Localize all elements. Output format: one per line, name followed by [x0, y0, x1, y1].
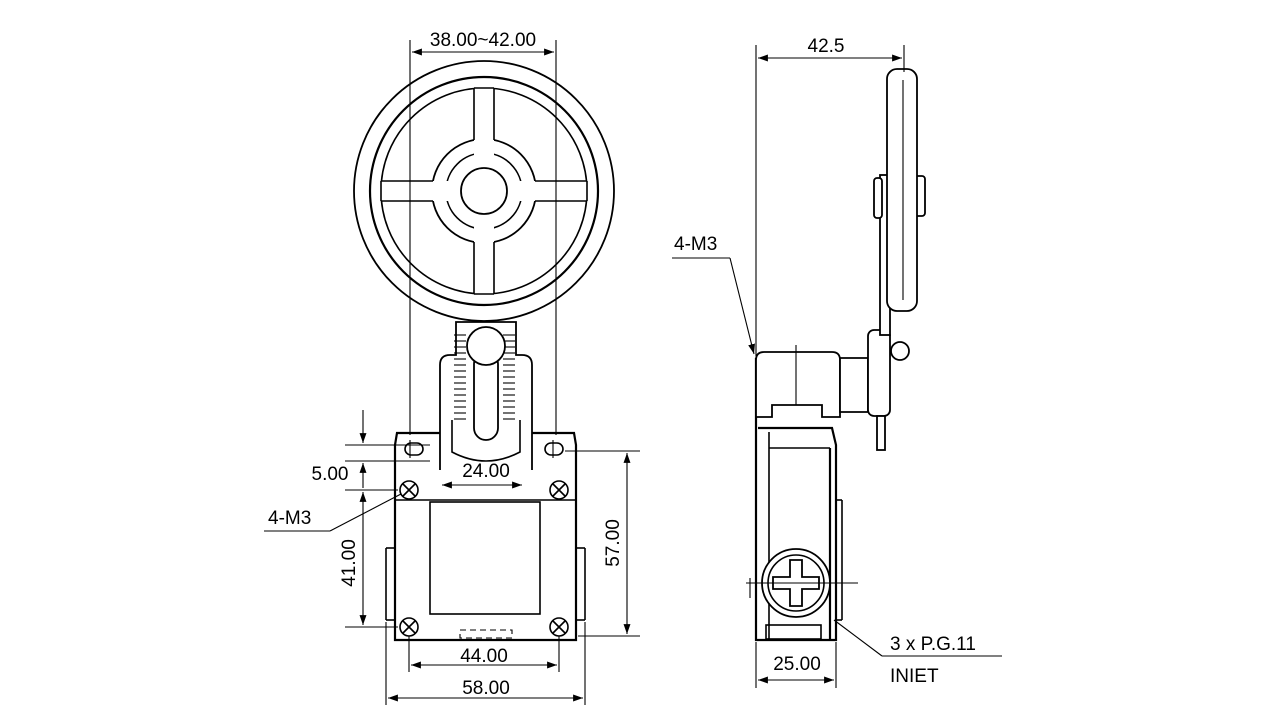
- dim-hole-offset: 5.00: [312, 410, 430, 491]
- wheel-hub: [460, 167, 508, 215]
- callout-mount-side: 4-M3: [672, 234, 755, 355]
- front-mount-screw-top-left: [399, 480, 419, 500]
- dim-hole-vertical-pitch-label: 41.00: [339, 539, 360, 587]
- dim-hole-offset-label: 5.00: [312, 464, 349, 485]
- front-mount-screw-top-right: [549, 480, 569, 500]
- label-window: [429, 501, 541, 615]
- roller-wheel: [353, 60, 615, 322]
- dim-conduit-width: 25.00: [755, 642, 837, 688]
- lever-arm: [439, 321, 533, 470]
- dim-hole-horizontal-pitch-label: 44.00: [460, 646, 508, 667]
- dim-roller-reach: 42.5: [755, 36, 905, 356]
- front-mount-screw-bottom-right: [549, 617, 569, 637]
- dim-lever-width-label: 24.00: [462, 461, 510, 482]
- dim-hole-vertical-pitch: 41.00: [339, 492, 398, 628]
- side-head: [755, 329, 910, 451]
- slot-hole-right: [544, 440, 564, 458]
- dim-roller-reach-label: 42.5: [808, 36, 845, 57]
- callout-conduit-line2: INIET: [890, 666, 939, 687]
- dim-body-height: 57.00: [565, 450, 640, 637]
- lever-knurling: [454, 334, 515, 420]
- side-gland: [746, 548, 858, 618]
- dim-wheel-width-label: 38.00~42.00: [430, 30, 536, 51]
- side-body: [754, 358, 843, 642]
- slot-hole-left: [404, 440, 424, 458]
- side-roller-arm: [873, 68, 926, 336]
- dim-body-height-label: 57.00: [603, 519, 624, 567]
- dim-lever-width: 24.00: [442, 461, 522, 489]
- dim-wheel-width: 38.00~42.00: [409, 30, 557, 435]
- front-view: 38.00~42.00 5.00 24.00 4-M3 41.00: [264, 30, 640, 705]
- callout-conduit: 3 x P.G.11 INIET: [833, 619, 1002, 687]
- callout-mount-side-label: 4-M3: [674, 234, 717, 255]
- side-view: 42.5 4-M3 3 x P.G.11 INIET 25.00: [672, 36, 1002, 688]
- front-mount-screw-bottom-left: [399, 617, 419, 637]
- callout-conduit-line1: 3 x P.G.11: [890, 634, 976, 655]
- side-roller-wheel: [886, 68, 918, 312]
- dim-body-width: 58.00: [385, 622, 586, 705]
- dim-hole-horizontal-pitch: 44.00: [408, 636, 560, 672]
- callout-mount-front-label: 4-M3: [268, 508, 311, 529]
- conduit-entry-plate: [765, 624, 822, 640]
- callout-mount-front: 4-M3: [264, 493, 402, 532]
- dim-body-width-label: 58.00: [462, 678, 510, 699]
- dim-conduit-width-label: 25.00: [773, 654, 821, 675]
- lever-pivot: [466, 326, 506, 366]
